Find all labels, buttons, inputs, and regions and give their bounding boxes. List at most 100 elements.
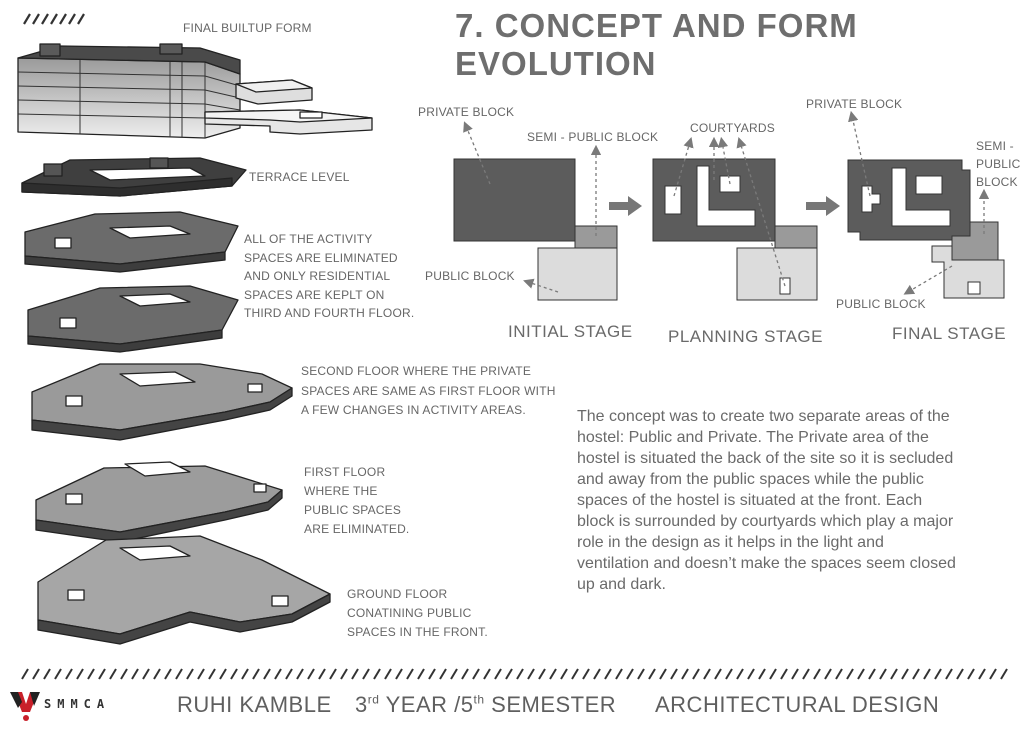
- footer-student-name: RUHI KAMBLE: [177, 692, 332, 717]
- year-text: YEAR /5: [379, 692, 474, 717]
- hatch-mark: [780, 668, 788, 680]
- stage-label-planning: PLANNING STAGE: [668, 327, 823, 346]
- hatch-mark: [417, 668, 425, 680]
- hatch-mark: [956, 668, 964, 680]
- hatch-mark: [835, 668, 843, 680]
- final-stage-diagram: [847, 159, 1005, 299]
- hatch-mark: [703, 668, 711, 680]
- hatch-mark: [879, 668, 887, 680]
- label-first-floor: FIRST FLOOR WHERE THE PUBLIC SPACES ARE …: [304, 463, 409, 539]
- hatch-mark: [208, 668, 216, 680]
- hatch-mark: [461, 668, 469, 680]
- hatch-mark: [428, 668, 436, 680]
- hatch-mark: [692, 668, 700, 680]
- hatch-mark: [21, 668, 29, 680]
- hatch-mark: [120, 668, 128, 680]
- initial-stage-diagram: [453, 158, 618, 301]
- label-third-fourth-floor: ALL OF THE ACTIVITY SPACES ARE ELIMINATE…: [244, 230, 414, 323]
- stage-label-final: FINAL STAGE: [892, 324, 1007, 343]
- hatch-mark: [142, 668, 150, 680]
- hatch-mark: [582, 668, 590, 680]
- hatch-mark: [175, 668, 183, 680]
- hatch-mark: [637, 668, 645, 680]
- hatch-mark: [989, 668, 997, 680]
- terrace-level-model: [21, 157, 247, 197]
- label-public-block-final: PUBLIC BLOCK: [836, 297, 926, 311]
- hatch-mark: [274, 668, 282, 680]
- hatch-mark: [615, 668, 623, 680]
- hatch-mark: [373, 668, 381, 680]
- hatch-mark: [307, 668, 315, 680]
- hatch-mark: [945, 668, 953, 680]
- hatch-mark: [670, 668, 678, 680]
- label-line: SEMI -: [976, 139, 1014, 153]
- hatch-mark: [516, 668, 524, 680]
- hatch-mark: [43, 668, 51, 680]
- hatch-mark: [901, 668, 909, 680]
- label-public-block-initial: PUBLIC BLOCK: [425, 269, 515, 283]
- label-line: SECOND FLOOR WHERE THE PRIVATE: [301, 364, 532, 378]
- hatch-mark: [241, 668, 249, 680]
- semester-text: SEMESTER: [484, 692, 617, 717]
- concept-description: The concept was to create two separate a…: [577, 406, 956, 595]
- hatch-mark: [395, 668, 403, 680]
- paragraph-line: ventilation and doesn’t make the spaces …: [577, 555, 956, 572]
- hatch-mark: [813, 668, 821, 680]
- hatch-mark: [54, 668, 62, 680]
- label-semi-public-block-final: SEMI - PUBLIC BLOCK: [976, 137, 1021, 191]
- hatch-mark: [967, 668, 975, 680]
- hatch-mark: [318, 668, 326, 680]
- hatch-mark: [538, 668, 546, 680]
- hatch-mark: [131, 668, 139, 680]
- paragraph-line: and away from the public spaces while th…: [577, 471, 924, 488]
- hatch-mark: [802, 668, 810, 680]
- label-line: WHERE THE: [304, 484, 378, 498]
- hatch-mark: [98, 668, 106, 680]
- stage-arrows: [609, 196, 840, 216]
- first-floor-slab: [35, 461, 283, 543]
- hatch-mark: [197, 668, 205, 680]
- hatch-mark: [219, 668, 227, 680]
- hatch-mark: [868, 668, 876, 680]
- label-private-block-initial: PRIVATE BLOCK: [418, 105, 515, 119]
- hatch-mark: [681, 668, 689, 680]
- hatch-mark: [450, 668, 458, 680]
- label-line: AND ONLY RESIDENTIAL: [244, 269, 391, 284]
- label-second-floor: SECOND FLOOR WHERE THE PRIVATE SPACES AR…: [301, 362, 556, 421]
- label-line: GROUND FLOOR: [347, 587, 448, 601]
- hatch-mark: [153, 668, 161, 680]
- label-semi-public-block-initial: SEMI - PUBLIC BLOCK: [527, 130, 659, 144]
- hatch-mark: [890, 668, 898, 680]
- year-suffix: rd: [367, 692, 380, 707]
- hatch-mark: [483, 668, 491, 680]
- label-courtyards: COURTYARDS: [690, 121, 775, 135]
- label-line: CONATINING PUBLIC: [347, 606, 472, 620]
- label-line: THIRD AND FOURTH FLOOR.: [244, 306, 415, 321]
- hatch-mark: [604, 668, 612, 680]
- hatch-mark: [934, 668, 942, 680]
- hatch-mark: [758, 668, 766, 680]
- smmca-logo-icon: [10, 692, 40, 721]
- hatch-mark: [714, 668, 722, 680]
- hatch-mark: [263, 668, 271, 680]
- hatch-mark: [76, 668, 84, 680]
- label-line: ALL OF THE ACTIVITY: [244, 232, 373, 246]
- hatch-mark: [912, 668, 920, 680]
- hatch-mark: [659, 668, 667, 680]
- hatch-mark: [560, 668, 568, 680]
- leader-lines: [463, 110, 990, 295]
- label-line: SPACES ARE SAME AS FIRST FLOOR WITH: [301, 383, 556, 398]
- hatch-mark: [65, 668, 73, 680]
- hatch-mark: [351, 668, 359, 680]
- final-builtup-form-model: [17, 43, 373, 139]
- paragraph-line: hostel is situated the back of the site …: [577, 450, 954, 467]
- label-line: PUBLIC: [976, 157, 1021, 171]
- ground-floor-slab: [37, 535, 331, 645]
- hatch-mark: [1000, 668, 1008, 680]
- paragraph-line: The concept was to create two separate a…: [577, 408, 950, 425]
- stage-label-initial: INITIAL STAGE: [508, 322, 633, 341]
- hatch-mark: [923, 668, 931, 680]
- footer-subject: ARCHITECTURAL DESIGN: [655, 692, 940, 717]
- label-line: ARE ELIMINATED.: [304, 522, 410, 536]
